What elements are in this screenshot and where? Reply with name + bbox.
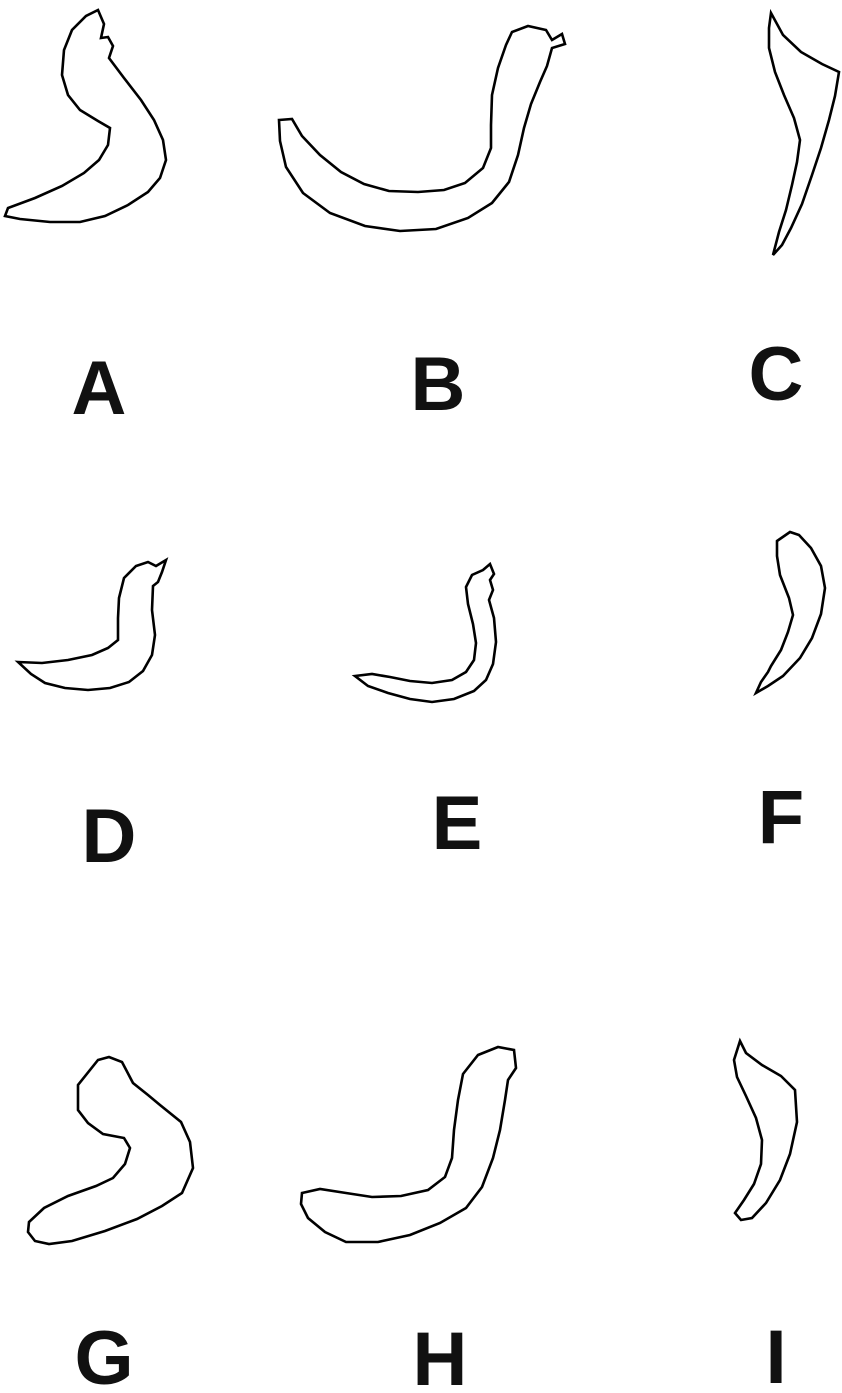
- shape-b: [279, 26, 565, 231]
- shape-f: [756, 532, 825, 693]
- panel-b-label: B: [411, 342, 466, 427]
- panel-c-label: C: [749, 332, 804, 417]
- panel-d: D: [18, 560, 166, 879]
- panel-a-label: A: [72, 346, 127, 431]
- panel-h: H: [301, 1047, 516, 1393]
- shape-a: [5, 10, 166, 222]
- panel-d-label: D: [82, 794, 137, 879]
- panel-h-label: H: [413, 1317, 468, 1393]
- panel-g-label: G: [74, 1316, 133, 1393]
- shape-c: [769, 13, 839, 255]
- shape-h: [301, 1047, 516, 1242]
- panel-a: A: [5, 10, 166, 431]
- panel-f: F: [756, 532, 825, 860]
- panel-f-label: F: [758, 775, 804, 860]
- panel-i: I: [734, 1041, 797, 1393]
- panel-i-label: I: [765, 1315, 786, 1393]
- panel-e: E: [355, 564, 496, 866]
- shape-g: [28, 1057, 193, 1244]
- shape-e: [355, 564, 496, 702]
- panel-c: C: [749, 13, 839, 417]
- panel-b: B: [279, 26, 565, 427]
- panel-e-label: E: [432, 781, 483, 866]
- shape-d: [18, 560, 166, 690]
- shape-i: [734, 1041, 797, 1220]
- panel-g: G: [28, 1057, 193, 1393]
